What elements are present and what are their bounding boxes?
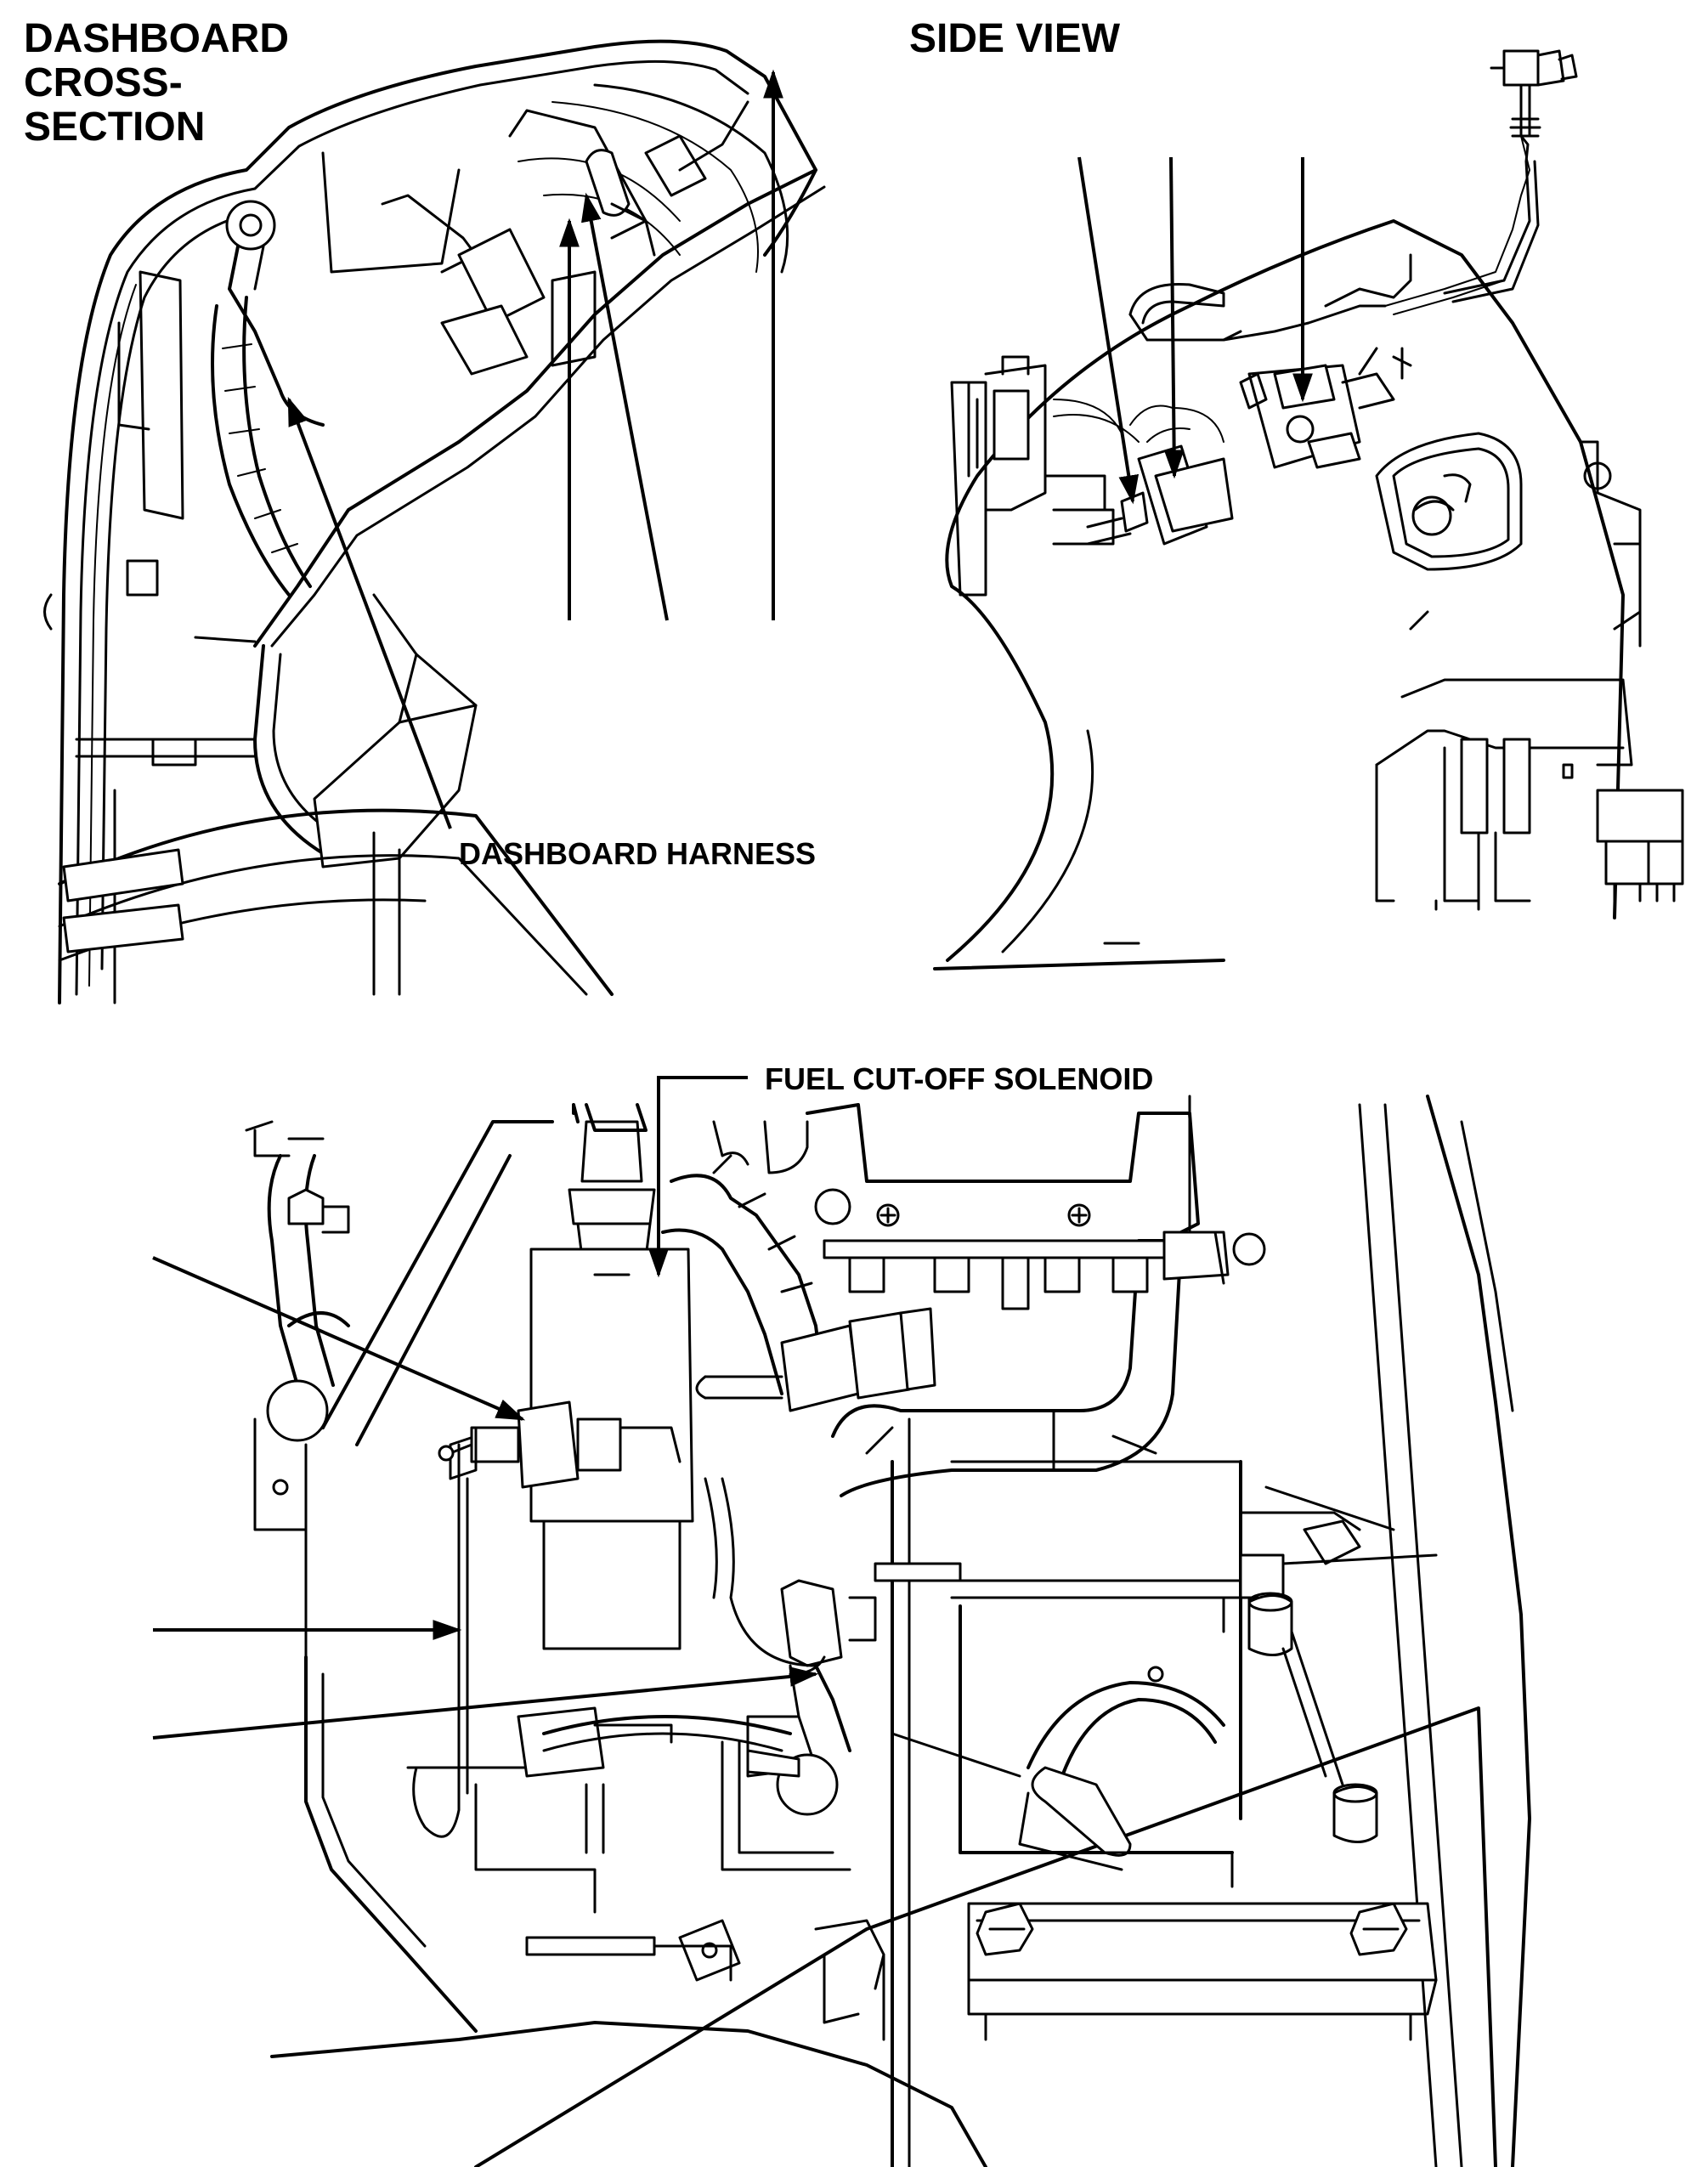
- fuel-cutoff-solenoid-label: FUEL CUT-OFF SOLENOID: [765, 1061, 1154, 1096]
- dashboard-cross-section-drawing: [43, 39, 826, 1004]
- dashboard-title-line1: DASHBOARD: [24, 16, 289, 61]
- dashboard-cross-section-title: DASHBOARD CROSS- SECTION: [24, 17, 289, 150]
- fuel-solenoid-detail-drawing: [152, 1076, 1531, 2167]
- dashboard-title-line3: SECTION: [24, 105, 206, 150]
- side-view-drawing: [933, 49, 1684, 970]
- side-view-title: SIDE VIEW: [909, 16, 1121, 61]
- dashboard-harness-label: DASHBOARD HARNESS: [459, 836, 817, 871]
- dashboard-title-line2: CROSS-: [24, 60, 183, 105]
